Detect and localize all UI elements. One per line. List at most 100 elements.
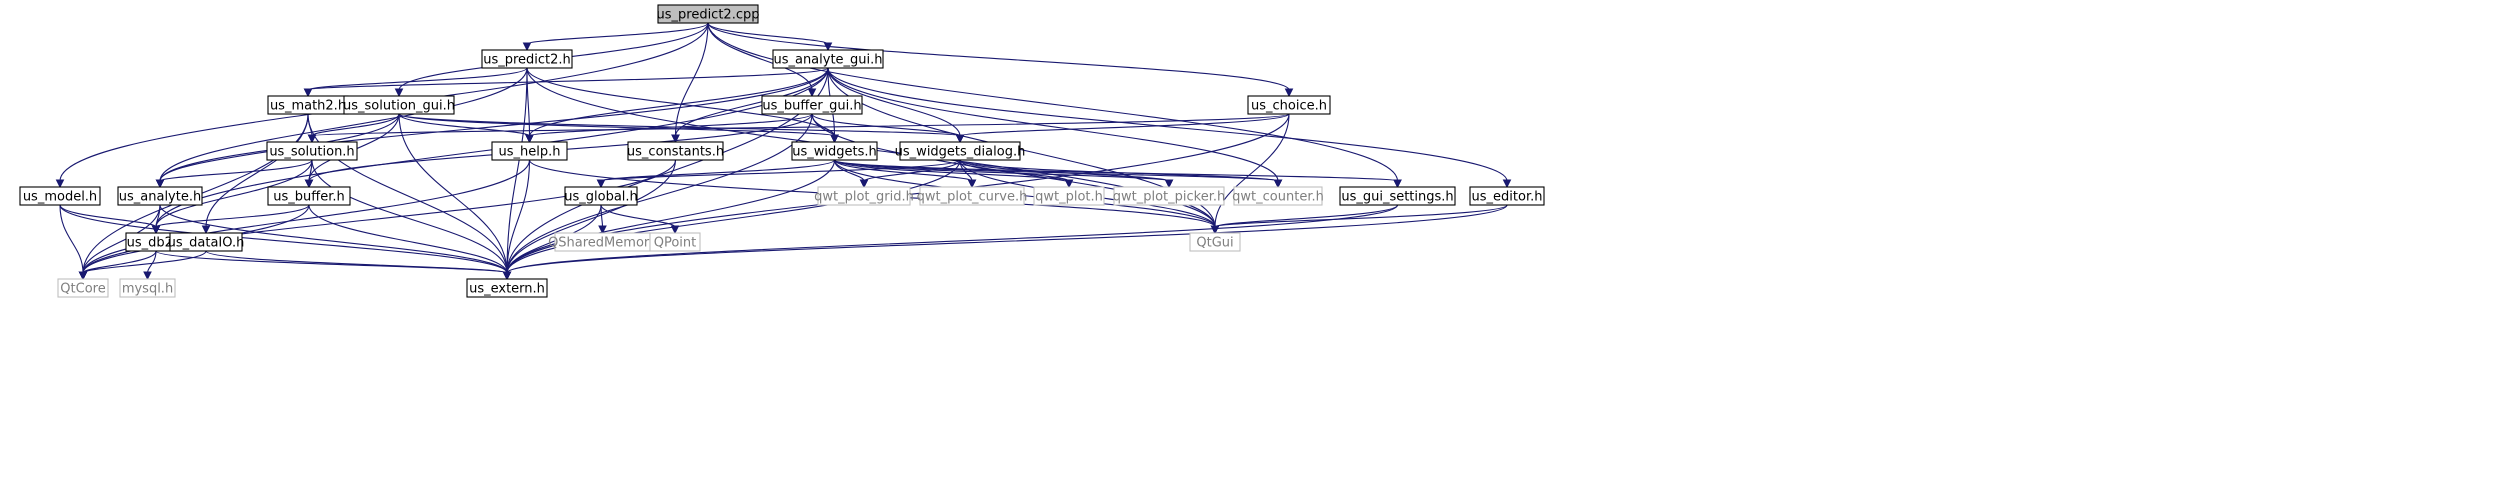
edge-us-math2-h-to-us-extern-h [307,113,508,274]
arrowhead-us-dataio-h-to-us-extern-h [502,271,512,281]
edge-us-widgets-dialog-h-to-us-global-h [600,159,961,182]
arrowhead-us-widgets-dialog-h-to-qwt-plot-picker-h [1164,179,1174,189]
edge-us-widgets-dialog-h-to-qwt-plot-h [959,159,1070,182]
node-us-help-h[interactable]: us_help.h [491,141,568,161]
node-label: us_analyte_gui.h [773,53,882,68]
edge-us-analyte-gui-h-to-us-analyte-h [159,67,829,182]
edge-us-global-h-to-qpoint [600,204,676,228]
node-label: us_model.h [23,190,97,205]
node-us-solution-gui-h[interactable]: us_solution_gui.h [343,95,455,115]
node-us-solution-h[interactable]: us_solution.h [266,141,358,161]
node-qwt-plot-grid-h: qwt_plot_grid.h [814,186,914,206]
edge-us-db2-h-to-us-extern-h [155,250,508,274]
node-box [119,278,176,298]
node-label: us_choice.h [1251,99,1327,114]
arrowhead-us-widgets-h-to-us-gui-settings-h [1393,179,1402,189]
node-box [772,49,884,69]
node-us-choice-h[interactable]: us_choice.h [1247,95,1331,115]
edge-us-analyte-gui-h-to-us-editor-h [827,67,1508,182]
edge-us-buffer-h-to-us-extern-h [308,204,508,274]
node-us-analyte-gui-h[interactable]: us_analyte_gui.h [772,49,884,69]
edge-us-dataio-h-to-us-extern-h [205,250,508,274]
node-box [1113,186,1225,206]
node-us-extern-h[interactable]: us_extern.h [466,278,548,298]
node-label: us_solution.h [269,145,354,160]
edge-us-solution-h-to-us-extern-h [311,159,508,274]
node-box [791,141,878,161]
edge-us-solution-gui-h-to-us-solution-h [311,113,400,137]
node-box [649,232,701,252]
node-us-constants-h[interactable]: us_constants.h [627,141,724,161]
edge-us-constants-h-to-us-extern-h [506,159,677,274]
node-box [1339,186,1456,206]
node-label: us_predict2.h [483,53,571,68]
node-box [466,278,548,298]
node-label: us_global.h [564,190,638,205]
edge-us-predict2-h-to-us-extern-h [506,67,528,274]
arrowhead-us-analyte-gui-h-to-us-editor-h [1502,179,1512,189]
arrowhead-us-widgets-dialog-h-to-qwt-plot-curve-h [967,179,977,189]
edge-us-solution-h-to-us-analyte-h [159,159,313,182]
arrowhead-us-widgets-dialog-h-to-qwt-counter-h [1273,179,1283,189]
node-us-dataio-h[interactable]: us_dataIO.h [168,232,245,252]
node-box [817,186,911,206]
node-us-model-h[interactable]: us_model.h [19,186,101,206]
arrowhead-us-editor-h-to-qtgui [1210,225,1220,235]
edge-us-predict2-cpp-to-us-choice-h [707,22,1290,91]
arrowhead-us-analyte-gui-h-to-us-math2-h [303,88,313,98]
node-us-editor-h[interactable]: us_editor.h [1469,186,1545,206]
edge-us-analyte-gui-h-to-qwt-counter-h [827,67,1279,182]
node-box [657,4,759,24]
edge-us-predict2-h-to-us-math2-h [307,67,528,91]
arrowhead-us-predict2-cpp-to-us-model-h [55,179,65,189]
edge-us-widgets-h-to-qwt-plot-h [833,159,1070,182]
node-box [57,278,109,298]
node-label: qwt_plot_curve.h [917,190,1028,205]
node-us-analyte-h[interactable]: us_analyte.h [117,186,203,206]
edge-us-predict2-cpp-to-us-gui-settings-h [707,22,1399,182]
node-us-predict2-cpp[interactable]: us_predict2.cpp [657,4,760,24]
node-qwt-plot-curve-h: qwt_plot_curve.h [917,186,1028,206]
arrowhead-us-math2-h-to-us-dataio-h [201,225,211,235]
node-label: us_editor.h [1472,190,1543,205]
edge-us-predict2-h-to-us-analyte-h [159,67,528,182]
node-box [267,186,351,206]
edge-us-gui-settings-h-to-qtgui [1214,204,1399,228]
edge-us-widgets-h-to-qwt-plot-picker-h [833,159,1170,182]
arrowhead-us-buffer-h-to-us-db2-h [151,225,161,235]
node-us-math2-h[interactable]: us_math2.h [267,95,349,115]
node-label: us_math2.h [270,99,346,114]
node-label: QPoint [654,236,697,251]
node-label: us_extern.h [469,282,545,297]
node-us-buffer-gui-h[interactable]: us_buffer_gui.h [761,95,863,115]
node-us-gui-settings-h[interactable]: us_gui_settings.h [1339,186,1456,206]
edge-us-choice-h-to-us-widgets-dialog-h [959,113,1290,137]
arrowhead-us-global-h-to-qpoint [670,225,680,235]
edge-us-db2-h-to-mysql-h [146,250,157,274]
node-us-buffer-h[interactable]: us_buffer.h [267,186,351,206]
node-us-predict2-h[interactable]: us_predict2.h [481,49,573,69]
node-qwt-counter-h: qwt_counter.h [1232,186,1324,206]
node-box [899,141,1021,161]
edge-us-solution-gui-h-to-us-extern-h [398,113,508,274]
edge-us-widgets-h-to-qtgui [833,159,1216,228]
node-box [564,186,638,206]
node-us-global-h[interactable]: us_global.h [564,186,638,206]
node-us-widgets-dialog-h[interactable]: us_widgets_dialog.h [895,141,1026,161]
node-label: us_widgets_dialog.h [895,145,1026,160]
node-box [1469,186,1545,206]
arrowhead-us-predict2-cpp-to-us-solution-gui-h [394,88,404,98]
node-box [1033,186,1105,206]
node-mysql-h: mysql.h [119,278,176,298]
edge-us-solution-gui-h-to-us-help-h [398,113,531,137]
edge-us-editor-h-to-qtgui [1214,204,1508,228]
edge-us-choice-h-to-us-solution-h [311,113,1290,137]
arrowhead-us-dataio-h-to-qtcore [78,271,88,281]
edge-us-buffer-gui-h-to-us-extern-h [506,113,813,274]
arrowhead-us-choice-h-to-us-widgets-dialog-h [955,134,965,144]
node-label: us_predict2.cpp [657,8,760,23]
node-us-widgets-h[interactable]: us_widgets.h [791,141,878,161]
edge-us-choice-h-to-qtgui [1214,113,1290,228]
node-label: us_buffer.h [273,190,344,205]
edge-us-widgets-dialog-h-to-qwt-plot-grid-h [863,159,961,182]
